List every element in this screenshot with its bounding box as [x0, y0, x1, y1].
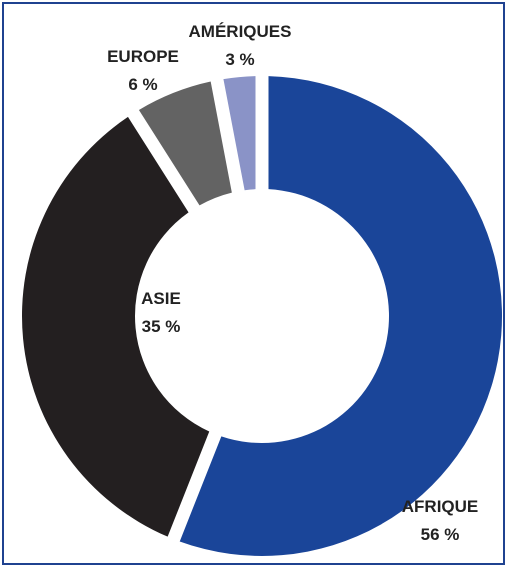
label-name-afrique: AFRIQUE: [402, 497, 479, 516]
label-value-asie: 35 %: [142, 317, 181, 336]
label-value-afrique: 56 %: [421, 525, 460, 544]
label-name-ameriques: AMÉRIQUES: [189, 22, 292, 41]
slice-europe: [138, 81, 232, 206]
label-value-ameriques: 3 %: [225, 50, 254, 69]
slice-ameriques: [223, 76, 256, 191]
label-name-europe: EUROPE: [107, 47, 179, 66]
slice-asie: [22, 116, 210, 537]
label-name-asie: ASIE: [141, 289, 181, 308]
slice-afrique: [179, 76, 502, 556]
label-value-europe: 6 %: [128, 75, 157, 94]
